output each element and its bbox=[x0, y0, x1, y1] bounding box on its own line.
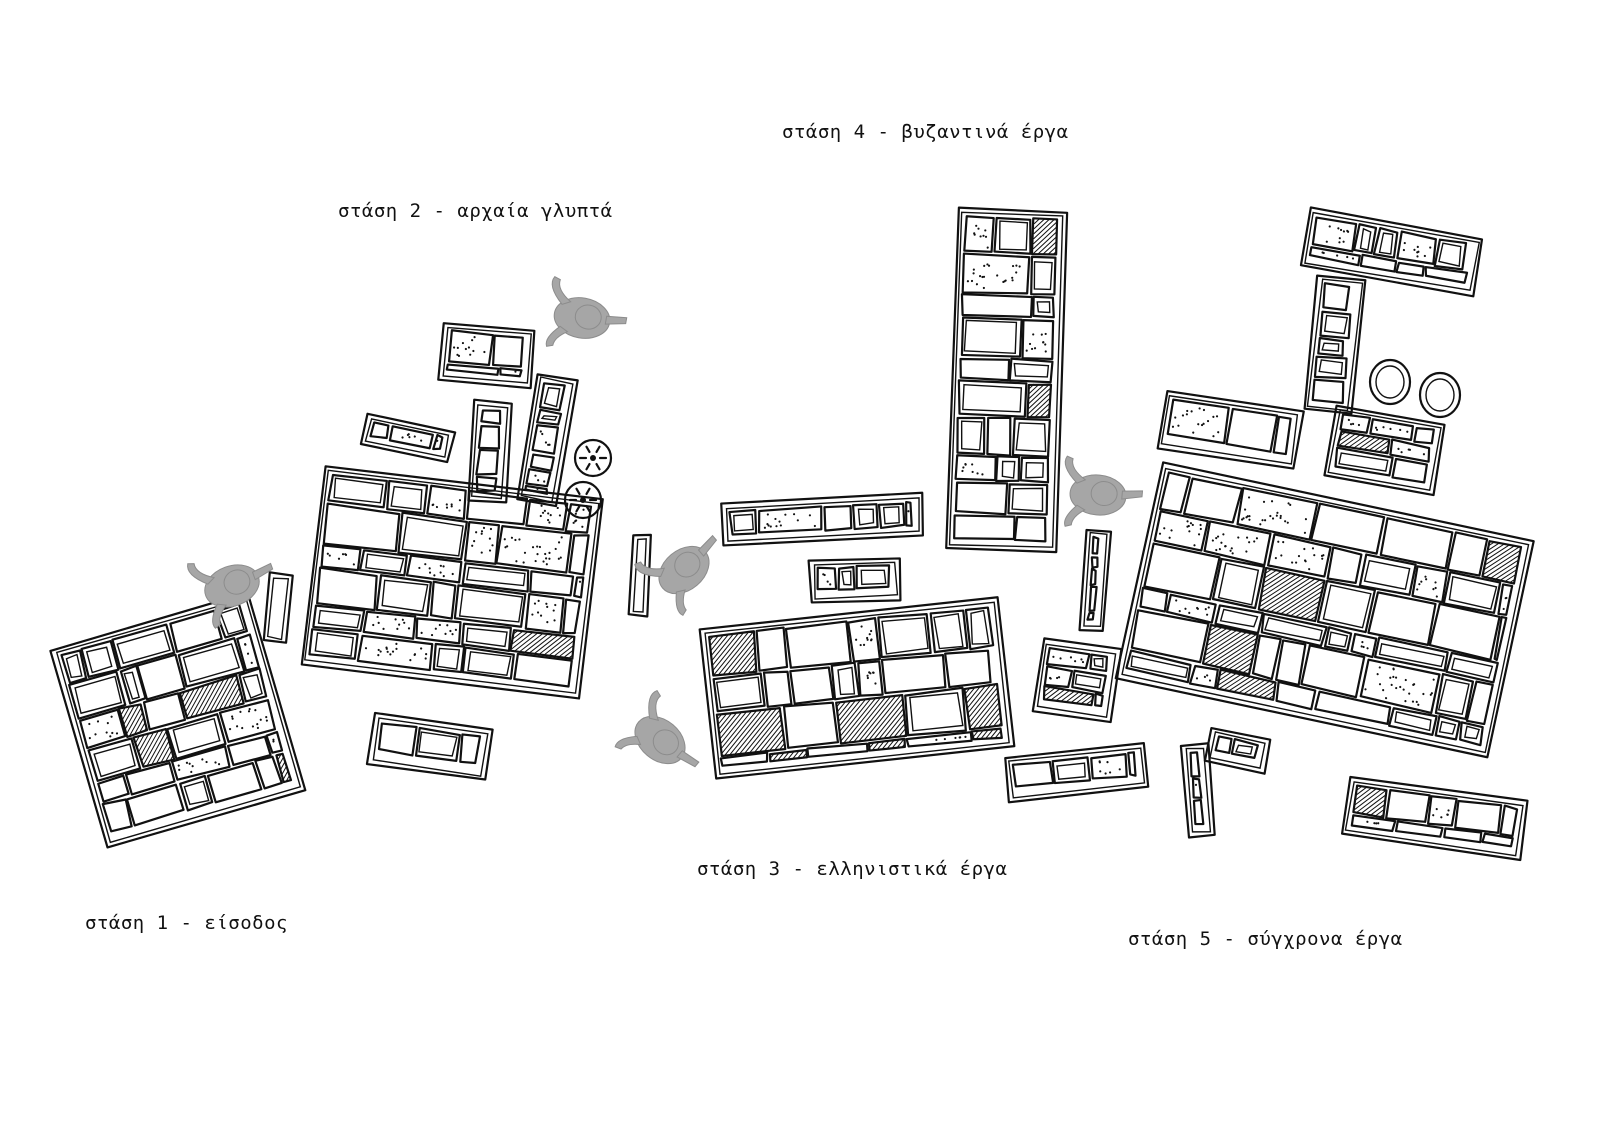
exhibit-block-stop5-e bbox=[1033, 638, 1122, 722]
visitor-figure-2 bbox=[541, 276, 631, 359]
exhibit-block-stop5-j bbox=[1080, 530, 1112, 632]
exhibit-block-stop2-d bbox=[516, 373, 579, 506]
stop-5-label: στάση 5 - σύγχρονα έργα bbox=[1128, 928, 1403, 950]
visitor-figure-5 bbox=[1060, 456, 1145, 533]
exhibit-block-stop2-f bbox=[263, 572, 294, 642]
exhibit-block-stop5-c bbox=[1158, 390, 1304, 470]
exhibit-block-stop5-f bbox=[1004, 743, 1148, 802]
round-sculpture-1 bbox=[575, 440, 611, 476]
round-sculpture-2 bbox=[565, 482, 601, 518]
exhibit-block-stop5-h bbox=[1342, 776, 1529, 860]
exhibit-block-stop5-i bbox=[1204, 727, 1271, 773]
exhibit-block-stop2-a bbox=[438, 323, 535, 388]
stop-4-label: στάση 4 - βυζαντινά έργα bbox=[782, 121, 1069, 143]
exhibit-block-stop3-a bbox=[721, 493, 924, 546]
stop-2-label: στάση 2 - αρχαία γλυπτά bbox=[338, 200, 613, 222]
exhibit-block-stop5-b bbox=[1303, 275, 1365, 413]
exhibit-block-stop4-tower bbox=[946, 208, 1068, 553]
exhibit-block-stop2-b bbox=[361, 414, 455, 463]
exhibit-block-stop3-main bbox=[700, 597, 1015, 778]
exhibit-block-stop3-b bbox=[809, 557, 902, 603]
exhibit-block-stop2-e bbox=[367, 713, 493, 781]
stop-1-label: στάση 1 - είσοδος bbox=[85, 912, 288, 934]
exhibit-block-stop5-d bbox=[1324, 406, 1446, 495]
round-plinth-2 bbox=[1420, 373, 1460, 417]
visitor-figure-4 bbox=[611, 690, 717, 795]
exhibit-block-stop2-main bbox=[301, 465, 603, 698]
exhibit-block-stop1 bbox=[50, 592, 305, 847]
round-plinth-1 bbox=[1370, 360, 1410, 404]
stop-3-label: στάση 3 - ελληνιστικά έργα bbox=[697, 858, 1007, 880]
exhibit-block-stop5-main bbox=[1116, 462, 1534, 757]
